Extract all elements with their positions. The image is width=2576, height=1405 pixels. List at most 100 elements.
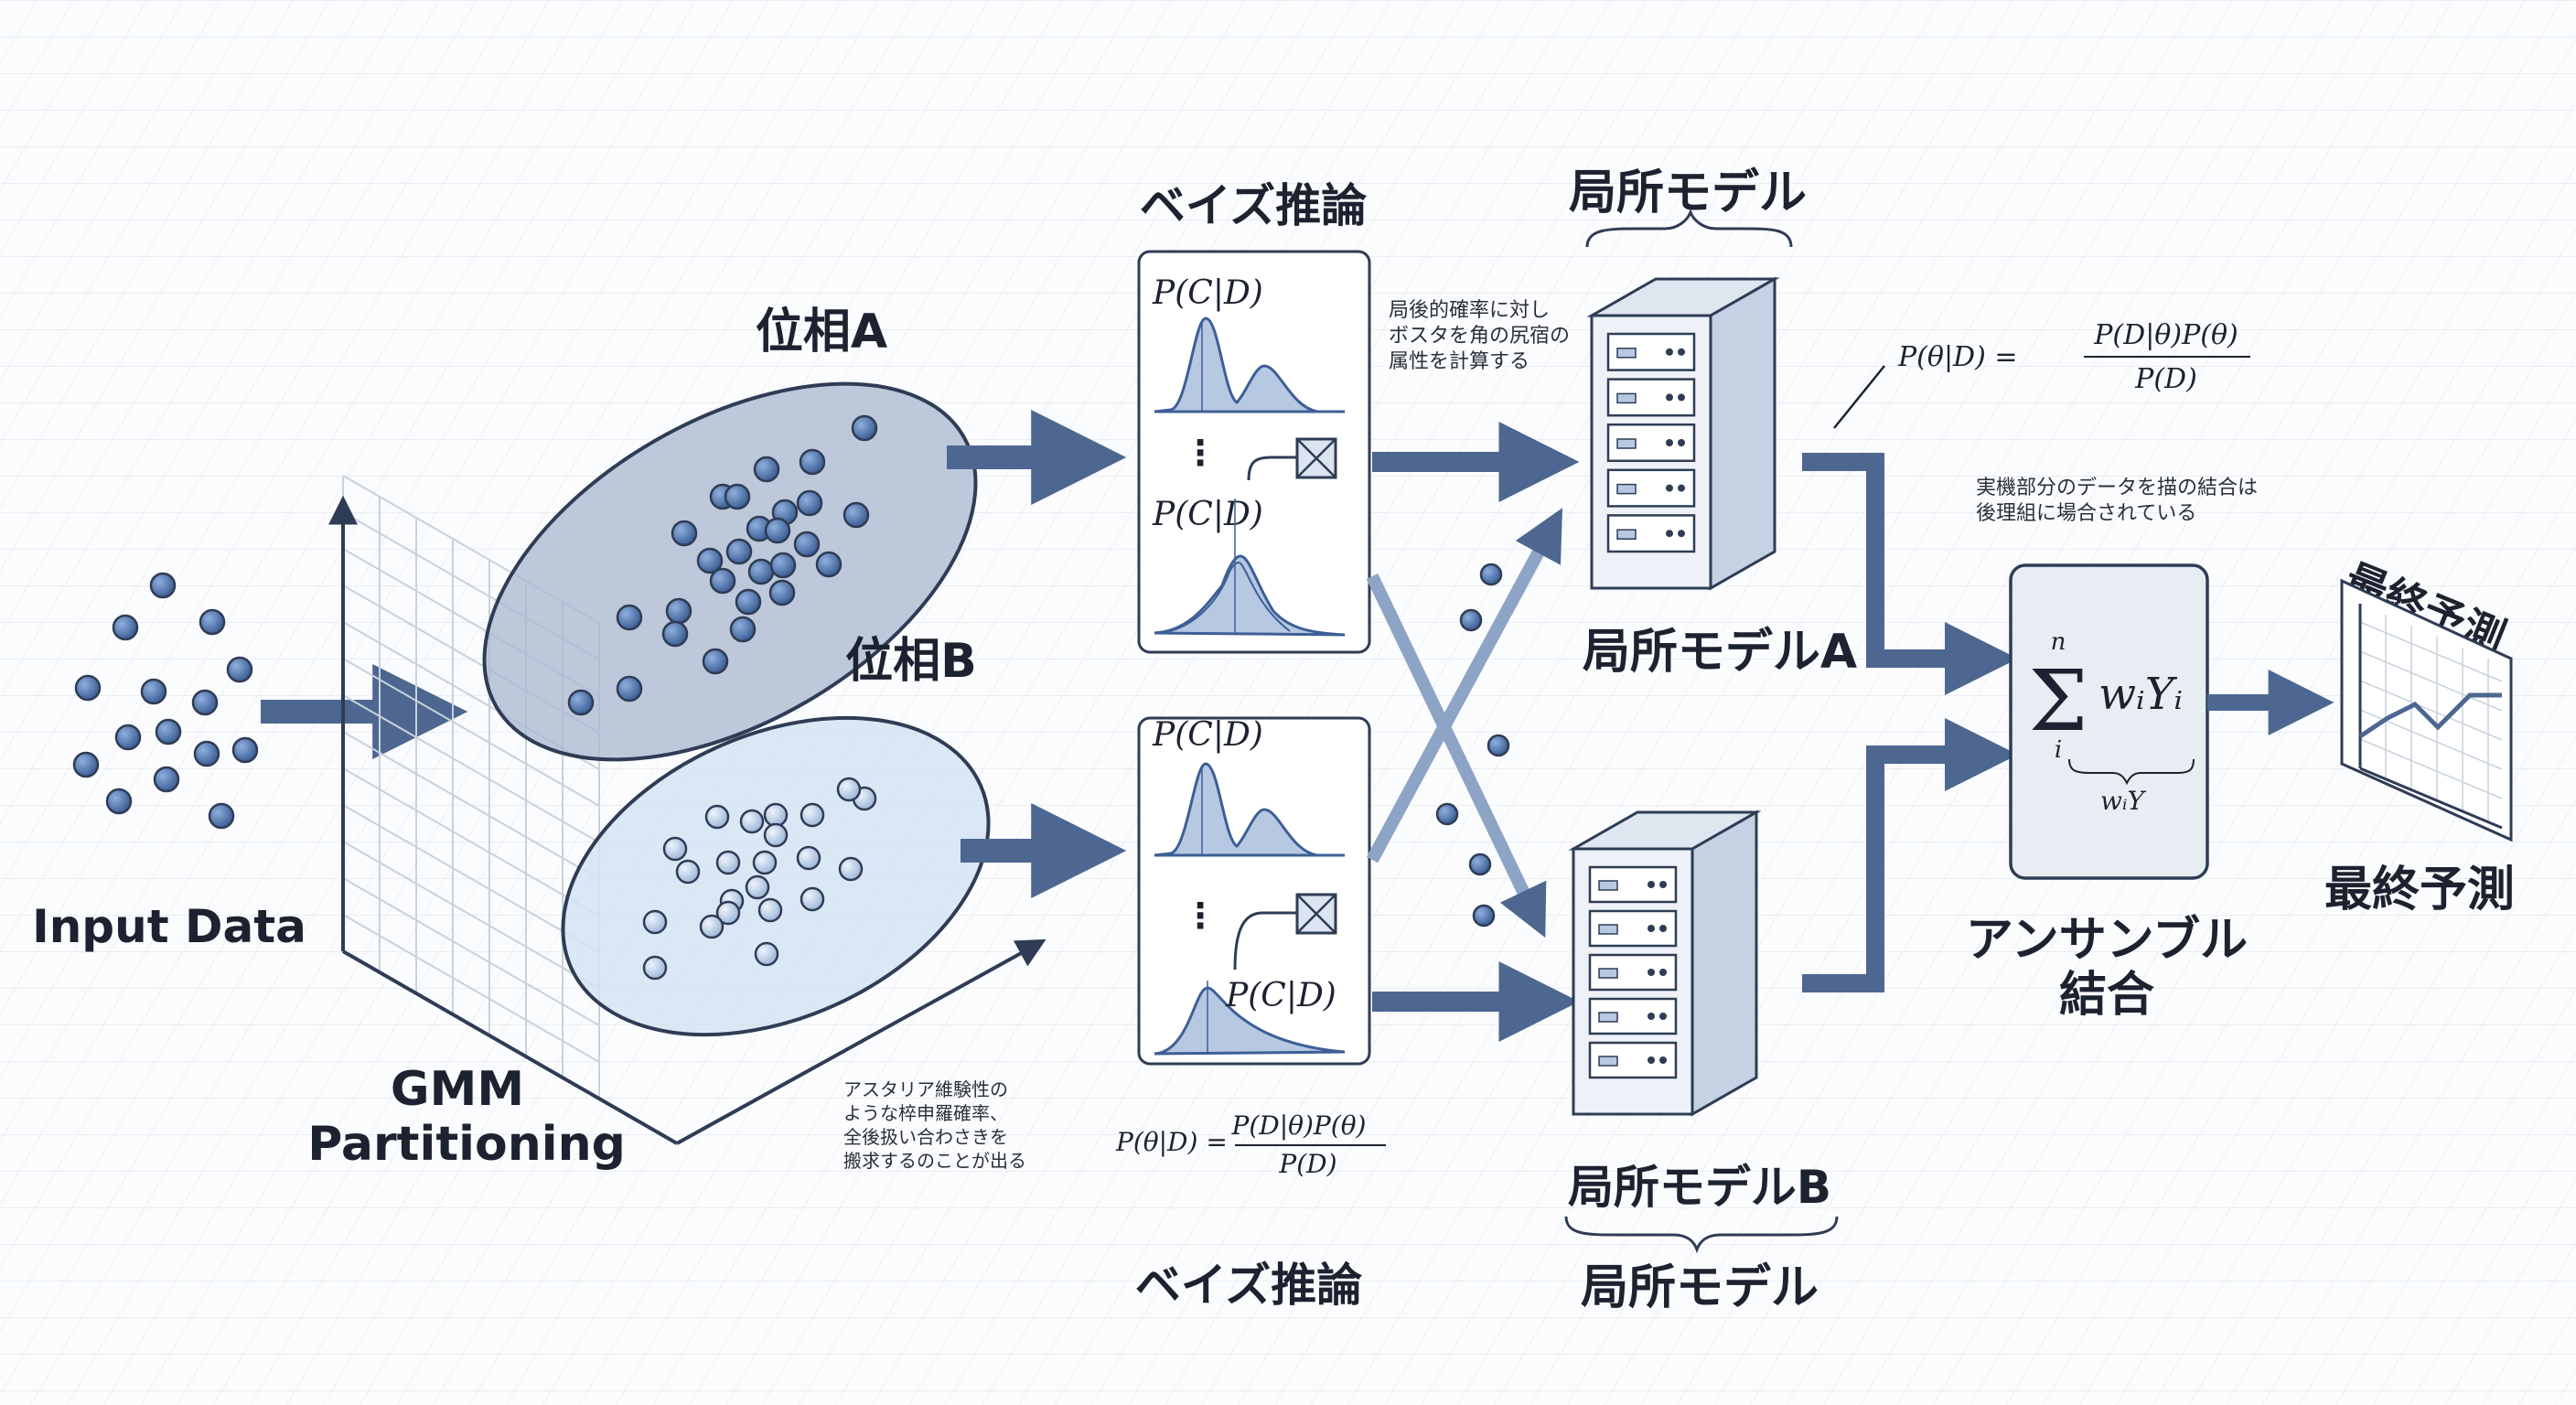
data-point (763, 802, 789, 828)
sum-lower-limit: i (2055, 736, 2062, 764)
data-point (851, 414, 878, 442)
data-point (704, 804, 730, 830)
arrow-model-a-to-ensemble (1802, 453, 2018, 695)
posterior-label: P(C|D) (1152, 496, 1263, 533)
data-point (155, 718, 182, 745)
data-point (226, 656, 253, 683)
data-point (1472, 904, 1496, 928)
bayes-note-line: 属性を計算する (1389, 350, 1530, 373)
ensemble-note-line: 実機部分のデータを描の結合は (1976, 477, 2258, 499)
data-point (662, 836, 688, 862)
data-point (739, 809, 765, 834)
data-point (153, 766, 180, 793)
data-point (757, 897, 783, 923)
data-point (1459, 608, 1483, 632)
top-brace (1585, 208, 1793, 248)
bottom-brace (1564, 1216, 1839, 1254)
arrow-cross-to-model-b (1366, 573, 1547, 938)
local-model-b-label: 局所モデルB (1568, 1161, 1831, 1214)
trend-line (2358, 692, 2502, 739)
data-point (671, 520, 698, 547)
data-point (768, 579, 796, 606)
phase-a-label: 位相A (756, 305, 887, 359)
data-point (642, 909, 668, 935)
ensemble-label-line2: 結合 (2059, 968, 2154, 1023)
formula-lhs: P(θ|D) = (1897, 341, 2018, 373)
posterior-label: P(C|D) (1152, 716, 1263, 754)
depth-axis (342, 949, 678, 1145)
bayes-note-line: ボスタを角の尻宿の (1389, 325, 1570, 348)
data-point (105, 788, 133, 815)
data-point (193, 740, 220, 767)
ensemble-note-line: 後理組に場合されている (1976, 502, 2196, 525)
bayes-card-bottom: P(C|D) ⋮ P(C|D) (1137, 716, 1371, 1066)
data-point (191, 689, 219, 716)
x-axis (676, 938, 1046, 1145)
gmm-note-line: 搬求するのことが出る (843, 1150, 1026, 1172)
formula-lhs: P(θ|D) = (1115, 1127, 1228, 1157)
data-point (661, 620, 689, 648)
data-point (838, 856, 864, 882)
data-point (140, 678, 167, 705)
chart-icon (2340, 578, 2513, 842)
arrow-model-b-to-ensemble (1802, 718, 2018, 992)
data-point (747, 558, 775, 585)
data-point (800, 886, 825, 912)
data-point (616, 675, 643, 702)
final-label-bottom: 最終予測 (2324, 863, 2515, 917)
data-point (715, 850, 741, 875)
sum-upper-limit: n (2051, 628, 2066, 656)
data-point (199, 608, 226, 636)
data-point (745, 874, 770, 900)
gmm-note-line: ような椊申羅確率、 (843, 1102, 1008, 1124)
data-point (665, 597, 692, 625)
decision-box-icon (1295, 893, 1337, 935)
data-point (729, 616, 757, 643)
scatter-dots (1435, 563, 1510, 928)
server-icon (1586, 276, 1780, 591)
bayes-formula-top: P(θ|D) = P(D|θ)P(θ) P(D) (1897, 319, 2250, 395)
data-point (799, 448, 826, 476)
bayes-note-line: 局後的確率に対し (1389, 299, 1550, 322)
posterior-label: P(C|D) (1225, 977, 1336, 1014)
phase-a-cluster (482, 381, 978, 762)
data-point (753, 456, 780, 483)
data-point (1468, 853, 1492, 876)
arrow-cross-to-model-a (1366, 508, 1562, 863)
data-point (149, 572, 177, 599)
distribution-curve-icon (1154, 986, 1346, 1056)
ensemble-term: wᵢYᵢ (2098, 669, 2183, 720)
data-point (642, 955, 668, 981)
data-point (74, 674, 102, 702)
data-point (709, 567, 736, 595)
gmm-note: アスタリア維験性の ような椊申羅確率、 全後扱い合わさきを 搬求するのことが出る (843, 1078, 1026, 1172)
data-point (815, 551, 843, 578)
data-point (796, 489, 823, 517)
data-point (764, 517, 791, 544)
input-dots (72, 572, 259, 830)
data-point (796, 845, 821, 871)
decision-box-icon (1295, 437, 1337, 479)
data-point (724, 483, 751, 510)
data-point (752, 850, 778, 875)
data-point (1479, 563, 1503, 586)
phase-b-ellipse (561, 715, 991, 1037)
data-point (675, 859, 701, 885)
gmm-label-line2: Partitioning (307, 1117, 626, 1172)
ellipsis: ⋮ (1183, 896, 1218, 936)
formula-numerator: P(D|θ)P(θ) (1231, 1110, 1367, 1141)
data-point (836, 777, 862, 802)
bayes-formula-bottom: P(θ|D) = P(D|θ)P(θ) P(D) (1115, 1110, 1386, 1179)
bayes-bottom-title: ベイズ推論 (1135, 1259, 1363, 1312)
data-point (114, 724, 142, 751)
gmm-note-line: 全後扱い合わさきを (843, 1126, 1008, 1148)
data-point (699, 914, 724, 939)
bayes-top-title: ベイズ推論 (1140, 179, 1368, 232)
data-point (843, 501, 870, 529)
formula-denominator: P(D) (1278, 1149, 1336, 1179)
ellipsis: ⋮ (1183, 433, 1218, 473)
data-point (735, 588, 762, 616)
data-point (1435, 802, 1459, 826)
data-point (567, 689, 595, 716)
